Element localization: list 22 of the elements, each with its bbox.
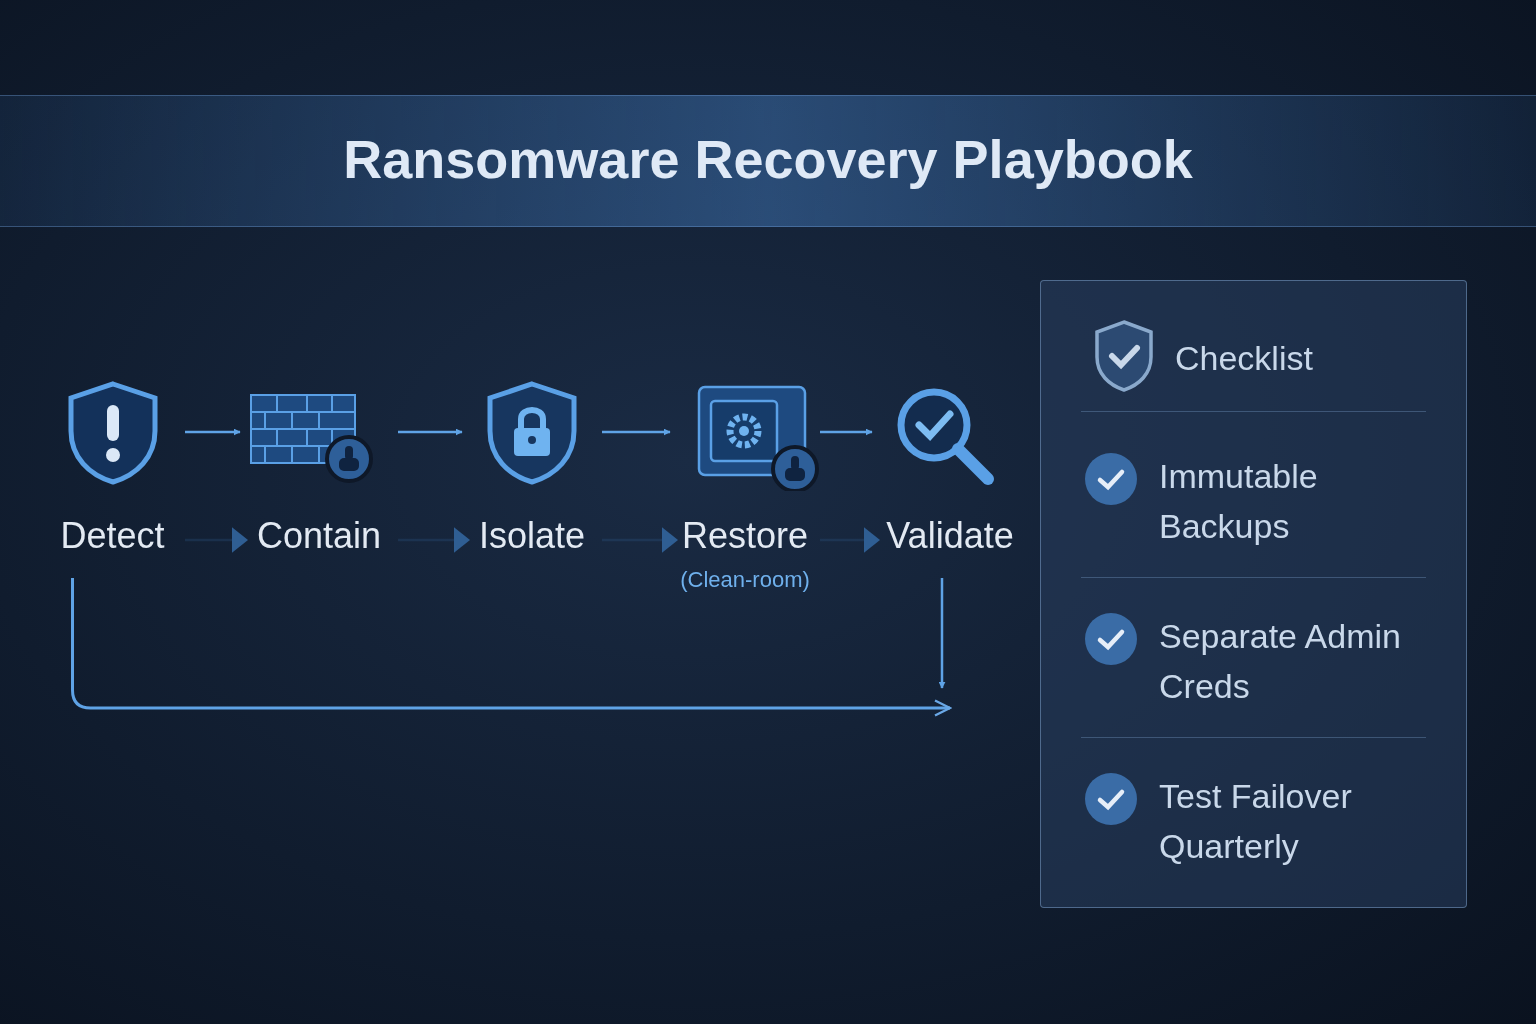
title: Ransomware Recovery Playbook [342,128,1194,190]
step-label: Detect [59,515,166,557]
checklist-item: Test Failover Quarterly [1159,776,1353,867]
checklist-item: Separate Admin Creds [1159,616,1402,707]
checklist-item: Immutable Backups [1159,456,1319,547]
chevron-arrow [602,527,678,553]
step-label: Isolate [477,515,587,557]
arrow [602,428,671,436]
step-label: Validate [885,515,1015,557]
arrow [820,428,873,436]
step-label: Restore [680,515,810,557]
chevron-arrow [820,527,880,553]
arrow [398,428,463,436]
arrow [185,428,241,436]
step-note: (Clean-room) [679,567,811,593]
chevron-arrow [185,527,248,553]
step-label: Contain [255,515,383,557]
panel-heading: Checklist [1175,338,1313,379]
chevron-arrow [398,527,470,553]
checklist-panel [1040,280,1467,908]
arrow [71,578,952,717]
arrow [938,578,946,689]
